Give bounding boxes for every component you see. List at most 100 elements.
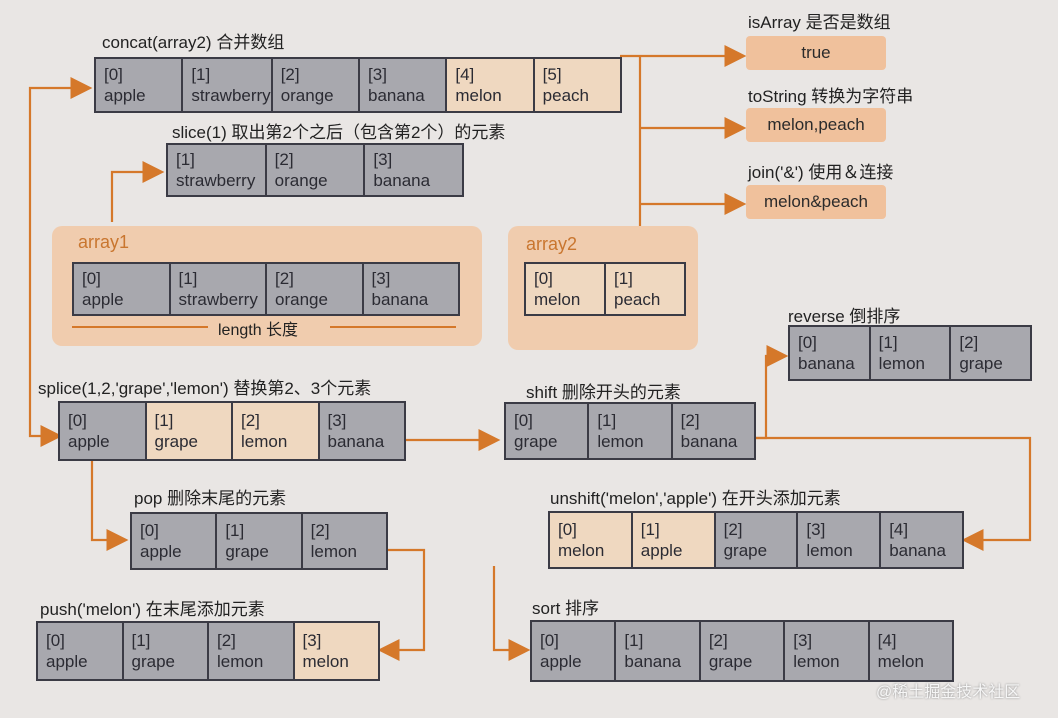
join-result: melon&peach bbox=[746, 185, 886, 219]
cell-index: [0] bbox=[534, 269, 553, 288]
shift-title: shift 删除开头的元素 bbox=[526, 383, 681, 402]
reverse-array: [0]banana[1]lemon [2] grape bbox=[788, 325, 1032, 381]
array-cell: [1]strawberry bbox=[183, 59, 273, 111]
array1-title: array1 bbox=[78, 232, 130, 252]
cell-value: apple bbox=[104, 86, 146, 105]
pop-title: pop 删除末尾的元素 bbox=[134, 489, 287, 508]
array-cell: [3] banana bbox=[360, 59, 448, 111]
cell-value: grape bbox=[723, 541, 768, 560]
array-cell: [3]banana bbox=[365, 145, 463, 195]
array-cell: [1] grape bbox=[146, 403, 233, 459]
array-cell: [1]lemon bbox=[870, 327, 952, 379]
cell-index: [3] bbox=[368, 65, 387, 84]
cell-value: grape bbox=[708, 652, 753, 671]
cell-value: apple bbox=[82, 290, 124, 309]
concat-array: [0]apple[1]strawberry[2]orange[3]banana[… bbox=[94, 57, 622, 113]
sort-array: [0]apple[1]banana[2]grape[3]lemon[4]melo… bbox=[530, 620, 954, 682]
cell-value: grape bbox=[225, 542, 269, 561]
arrow-to-slice bbox=[110, 161, 165, 222]
array-cell: [0]apple bbox=[60, 403, 147, 459]
cell-index: [2] bbox=[708, 631, 728, 650]
cell-index: [1] bbox=[640, 520, 660, 539]
cell-index: [2] bbox=[274, 150, 294, 169]
cell-index: [1] bbox=[178, 269, 198, 288]
array-cell: [3]lemon bbox=[785, 622, 870, 680]
cell-index: [2] bbox=[959, 333, 979, 352]
array-cell: [4]banana bbox=[881, 513, 962, 567]
cell-value: melon bbox=[877, 652, 924, 671]
array2-title: array2 bbox=[526, 234, 578, 254]
array-cell: [1] grape bbox=[217, 514, 303, 568]
array-cell: [0] melon bbox=[526, 264, 606, 314]
cell-index: [3] bbox=[793, 631, 813, 650]
cell-value: melon bbox=[534, 290, 581, 309]
cell-value: apple bbox=[46, 652, 88, 671]
array-cell: [2]lemon bbox=[209, 623, 295, 679]
cell-value: peach bbox=[614, 290, 661, 309]
cell-index: [0] bbox=[104, 65, 123, 84]
array2-array: [0] melon [1] peach bbox=[524, 262, 686, 316]
cell-value: lemon bbox=[597, 432, 644, 451]
cell-value: grape bbox=[514, 432, 558, 451]
cell-value: melon bbox=[302, 652, 349, 671]
pop-array: [0]apple[1]grape[2]lemon bbox=[130, 512, 388, 570]
cell-index: [0] bbox=[540, 631, 559, 650]
array-cell: [3]banana bbox=[363, 264, 458, 314]
array-cell: [1]strawberry bbox=[170, 264, 267, 314]
array-cell: [2]banana bbox=[672, 404, 754, 458]
watermark: @稀土掘金技术社区 bbox=[876, 684, 1021, 701]
cell-value: grape bbox=[131, 652, 175, 671]
array-cell: [0]apple bbox=[132, 514, 218, 568]
cell-index: [2] bbox=[275, 269, 294, 288]
cell-value: strawberry bbox=[191, 86, 271, 105]
cell-value: melon bbox=[558, 541, 605, 560]
slice-title: slice(1) 取出第2个之后（包含第2个）的元素 bbox=[172, 123, 506, 142]
array-cell: [3]lemon bbox=[798, 513, 882, 567]
array-cell: [0] apple bbox=[96, 59, 184, 111]
cell-value: apple bbox=[640, 541, 683, 560]
arrow-to-push bbox=[377, 548, 426, 661]
cell-value: strawberry bbox=[176, 171, 256, 190]
cell-value: grape bbox=[959, 354, 1003, 373]
cell-value: banana bbox=[327, 432, 385, 451]
cell-index: [4] bbox=[877, 631, 897, 650]
unshift-title: unshift('melon','apple') 在开头添加元素 bbox=[550, 489, 841, 508]
cell-index: [2] bbox=[280, 65, 300, 84]
cell-index: [1] bbox=[614, 269, 633, 288]
array-cell: [0]banana bbox=[790, 327, 871, 379]
array-cell: [4] melon bbox=[869, 622, 953, 680]
cell-value: banana bbox=[798, 354, 855, 373]
cell-index: [2] bbox=[723, 520, 743, 539]
cell-index: [0] bbox=[514, 411, 533, 430]
cell-index: [1] bbox=[225, 521, 245, 540]
cell-index: [0] bbox=[68, 411, 87, 430]
isarray-title: isArray 是否是数组 bbox=[748, 13, 891, 32]
arrow-to-reverse bbox=[752, 345, 789, 440]
tostring-title: toString 转换为字符串 bbox=[748, 87, 914, 106]
cell-index: [3] bbox=[371, 269, 391, 288]
cell-value: lemon bbox=[310, 542, 357, 561]
cell-index: [0] bbox=[46, 631, 65, 650]
cell-index: [1] bbox=[154, 411, 174, 430]
cell-index: [4] bbox=[889, 520, 909, 539]
array-cell: [3]melon bbox=[294, 623, 378, 679]
cell-index: [1] bbox=[131, 631, 151, 650]
array-cell: [1]strawberry bbox=[168, 145, 267, 195]
length-label: length 长度 bbox=[218, 322, 299, 339]
cell-value: grape bbox=[154, 432, 198, 451]
array-cell: [5]peach bbox=[534, 59, 620, 111]
cell-value: peach bbox=[542, 86, 589, 105]
cell-value: banana bbox=[368, 86, 425, 105]
cell-value: apple bbox=[140, 542, 182, 561]
array-cell: [0] grape bbox=[506, 404, 590, 458]
array-cell: [1]banana bbox=[616, 622, 701, 680]
cell-value: orange bbox=[275, 290, 328, 309]
cell-value: orange bbox=[280, 86, 334, 105]
sort-title: sort 排序 bbox=[532, 599, 600, 618]
cell-index: [3] bbox=[373, 150, 393, 169]
unshift-array: [0]melon[1]apple[2]grape[3]lemon[4]banan… bbox=[548, 511, 964, 569]
cell-value: melon bbox=[455, 86, 502, 105]
array-cell: [2] grape bbox=[715, 513, 799, 567]
array-cell: [2]lemon bbox=[233, 403, 320, 459]
array-cell: [2] orange bbox=[267, 264, 364, 314]
